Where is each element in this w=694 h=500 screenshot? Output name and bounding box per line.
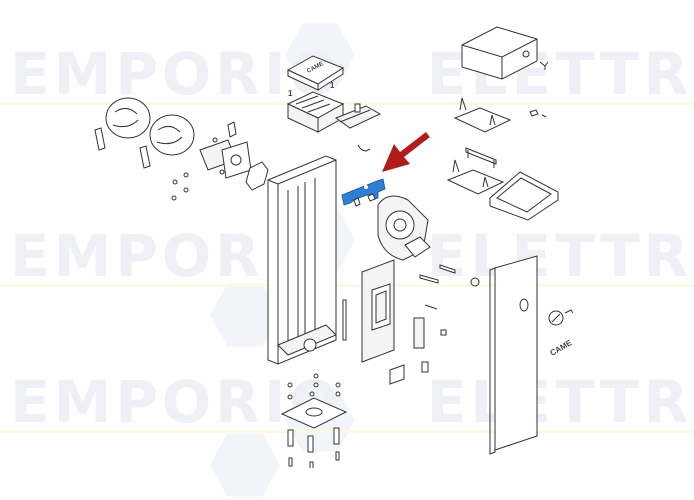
watermark-left: EMPORIO (10, 40, 343, 108)
circuit-board (334, 103, 382, 129)
frame-gasket (489, 171, 559, 221)
screws-group (171, 137, 225, 201)
lock-assembly (548, 309, 574, 326)
top-cover (461, 26, 549, 80)
gearmotor (377, 195, 431, 261)
small-square (440, 329, 447, 336)
support-plate-1 (453, 97, 512, 133)
support-bar (465, 147, 497, 168)
main-cabinet (267, 155, 337, 365)
gear-wheel (470, 277, 480, 287)
terminal-block (413, 317, 425, 349)
pin (424, 304, 438, 310)
watermark-right: ELETTRICO (426, 222, 694, 290)
watermark-underline (0, 102, 694, 105)
anchor-bolts (288, 451, 340, 468)
fitting-parts (353, 193, 376, 207)
brand-sticker: CAME (549, 338, 574, 358)
front-door-panel (489, 255, 538, 455)
pin (419, 274, 439, 284)
clip-bracket (94, 127, 106, 151)
watermark-row: EMPORIO ELETTRICO (0, 368, 694, 436)
bolt (529, 109, 539, 117)
base-plate (280, 373, 348, 429)
small-knob (421, 361, 429, 373)
clip-bracket (139, 145, 151, 169)
oval-cover-1 (105, 97, 151, 139)
watermark-underline (0, 430, 694, 433)
control-box-base (286, 91, 345, 133)
cross-plate (245, 161, 269, 191)
part-number-label: 1 (330, 81, 335, 90)
pin (439, 264, 456, 274)
watermark-underline (0, 284, 694, 287)
pointer-arrow (382, 132, 432, 172)
highlighted-part (341, 178, 386, 206)
rod-screw (342, 299, 347, 341)
part-number-label: 1 (288, 89, 293, 98)
screw (541, 114, 547, 118)
control-panel-board (361, 259, 405, 385)
anchor-brackets (287, 427, 340, 453)
support-plate-2 (446, 159, 505, 195)
small-bracket (227, 121, 237, 138)
oval-cover-2 (149, 114, 195, 156)
watermark-left: EMPORIO (10, 368, 343, 436)
watermark-right: ELETTRICO (426, 368, 694, 436)
cable-clip (357, 144, 371, 152)
control-box-lid: CAME (286, 55, 345, 91)
